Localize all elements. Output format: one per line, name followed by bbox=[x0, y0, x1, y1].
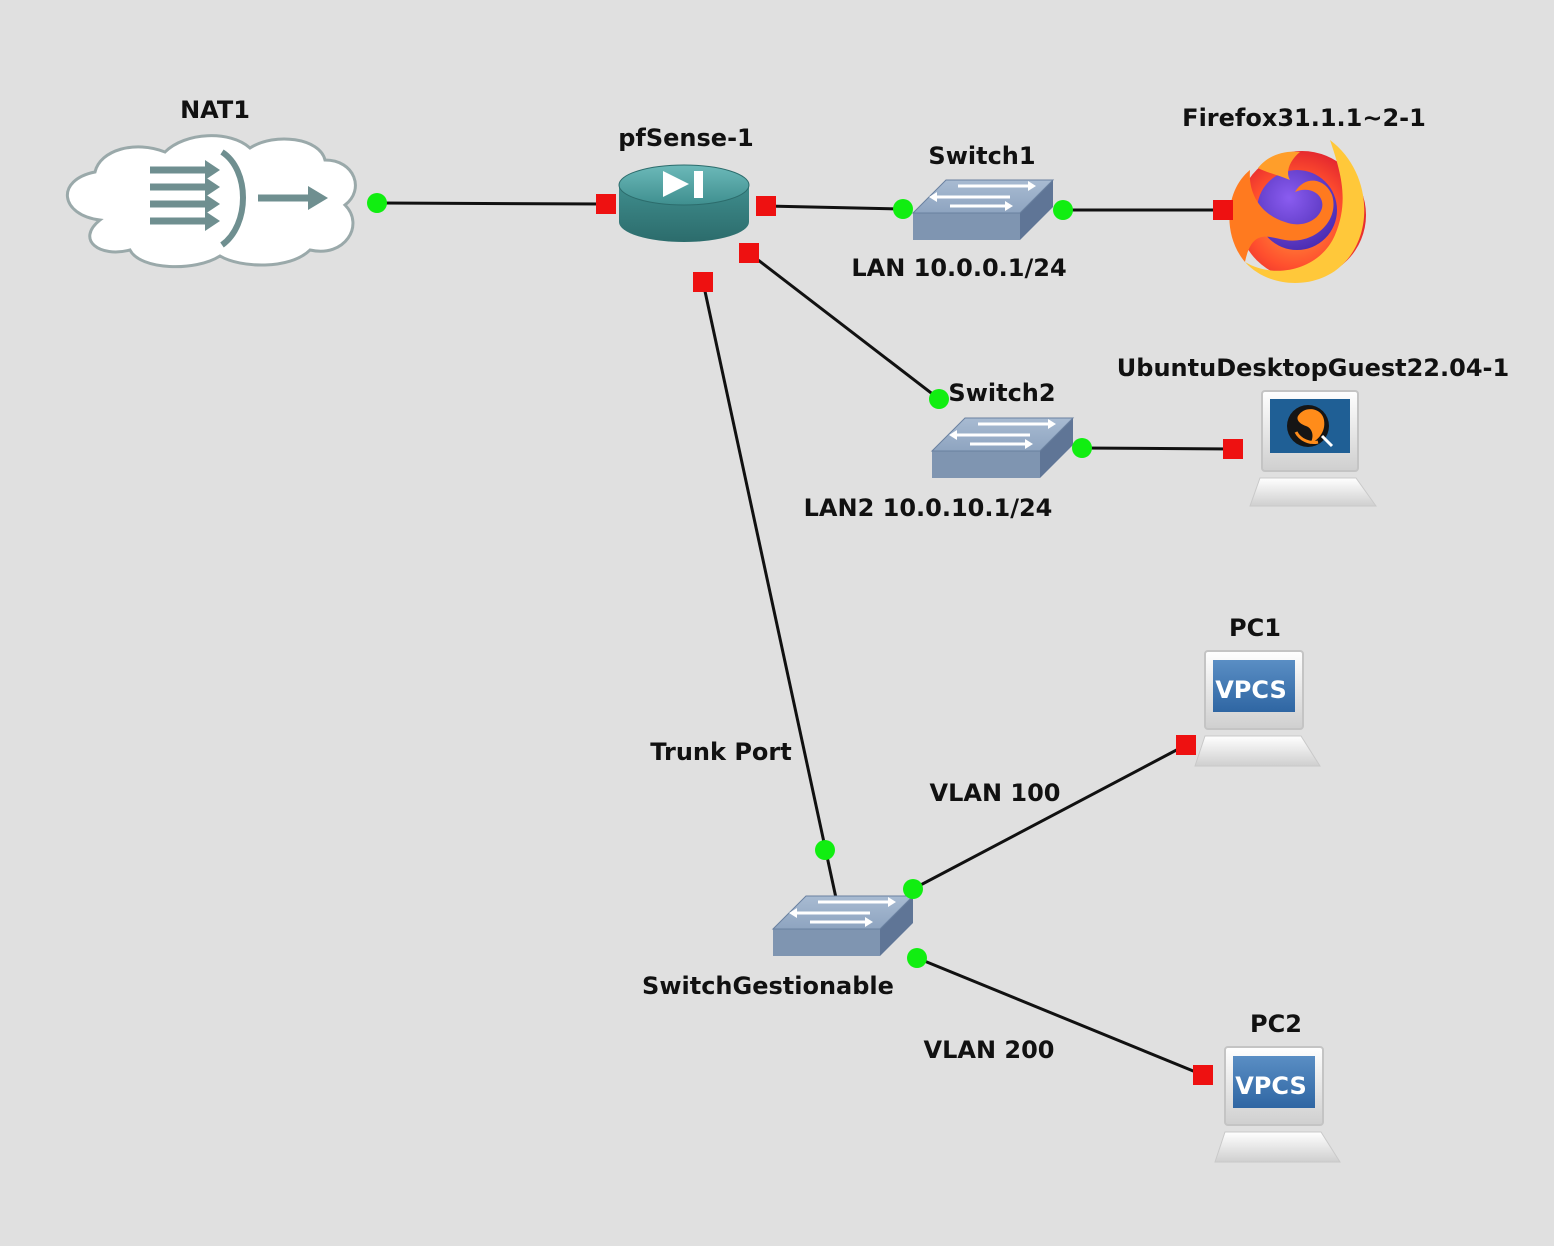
switch-icon bbox=[911, 179, 1055, 240]
switch-icon bbox=[771, 895, 915, 956]
links bbox=[376, 201, 1234, 1077]
port-down-indicator bbox=[1176, 735, 1196, 755]
port-up-indicator bbox=[893, 199, 913, 219]
port-up-indicator bbox=[367, 193, 387, 213]
pc1-label: PC1 bbox=[1229, 614, 1281, 642]
switch1-node[interactable]: Switch1 bbox=[911, 142, 1055, 240]
port-down-indicator bbox=[596, 194, 616, 214]
port-up-indicator bbox=[1053, 200, 1073, 220]
link-pfsense-switchgestionable[interactable] bbox=[701, 281, 838, 899]
firefox-node[interactable]: Firefox31.1.1~2-1 bbox=[1182, 104, 1426, 283]
pc2-label: PC2 bbox=[1250, 1010, 1302, 1038]
vpcs-computer-icon: VPCS bbox=[1214, 1046, 1341, 1163]
vpcs-computer-icon: VPCS bbox=[1194, 650, 1321, 767]
switch2-label: Switch2 bbox=[948, 379, 1055, 407]
switch-icon bbox=[930, 417, 1075, 478]
nat1-label: NAT1 bbox=[180, 96, 250, 124]
firefox-icon bbox=[1229, 140, 1366, 283]
firefox-label: Firefox31.1.1~2-1 bbox=[1182, 104, 1426, 132]
port-up-indicator bbox=[1072, 438, 1092, 458]
switchgestionable-label: SwitchGestionable bbox=[642, 972, 894, 1000]
nat1-node[interactable]: NAT1 bbox=[65, 96, 357, 269]
ubuntu-label: UbuntuDesktopGuest22.04-1 bbox=[1117, 354, 1509, 382]
port-down-indicator bbox=[1223, 439, 1243, 459]
link-switchgestionable-pc2[interactable] bbox=[916, 956, 1204, 1077]
ubuntu-node[interactable]: UbuntuDesktopGuest22.04-1 bbox=[1117, 354, 1509, 507]
pfsense-node[interactable]: pfSense-1 bbox=[618, 124, 754, 242]
note-trunk-port: Trunk Port bbox=[650, 738, 791, 766]
pc2-screen-text: VPCS bbox=[1235, 1072, 1307, 1100]
note-lan: LAN 10.0.0.1/24 bbox=[851, 254, 1066, 282]
port-down-indicator bbox=[693, 272, 713, 292]
link-switch2-ubuntu[interactable] bbox=[1081, 446, 1234, 451]
port-down-indicator bbox=[1213, 200, 1233, 220]
note-vlan100: VLAN 100 bbox=[930, 779, 1061, 807]
port-down-indicator bbox=[1193, 1065, 1213, 1085]
pc1-node[interactable]: VPCS PC1 bbox=[1194, 614, 1321, 767]
link-switchgestionable-pc1[interactable] bbox=[912, 743, 1187, 891]
port-up-indicator bbox=[929, 389, 949, 409]
link-nat1-pfsense[interactable] bbox=[376, 201, 607, 206]
pc2-node[interactable]: VPCS PC2 bbox=[1214, 1010, 1341, 1163]
link-pfsense-switch1[interactable] bbox=[765, 204, 904, 211]
router-icon bbox=[618, 164, 750, 242]
link-notes: LAN 10.0.0.1/24 LAN2 10.0.10.1/24 Trunk … bbox=[650, 254, 1066, 1064]
pfsense-label: pfSense-1 bbox=[618, 124, 754, 152]
pc1-screen-text: VPCS bbox=[1215, 676, 1287, 704]
port-up-indicator bbox=[903, 879, 923, 899]
port-down-indicator bbox=[756, 196, 776, 216]
note-lan2: LAN2 10.0.10.1/24 bbox=[804, 494, 1053, 522]
nat-cloud-icon bbox=[65, 134, 357, 269]
port-markers bbox=[367, 193, 1243, 1085]
port-up-indicator bbox=[907, 948, 927, 968]
link-pfsense-switch2[interactable] bbox=[748, 251, 940, 401]
switch1-label: Switch1 bbox=[928, 142, 1035, 170]
switch2-node[interactable]: Switch2 bbox=[930, 379, 1075, 478]
port-down-indicator bbox=[739, 243, 759, 263]
port-up-indicator bbox=[815, 840, 835, 860]
switchgestionable-node[interactable]: SwitchGestionable bbox=[642, 895, 915, 1000]
note-vlan200: VLAN 200 bbox=[924, 1036, 1055, 1064]
qemu-computer-icon bbox=[1249, 390, 1377, 507]
